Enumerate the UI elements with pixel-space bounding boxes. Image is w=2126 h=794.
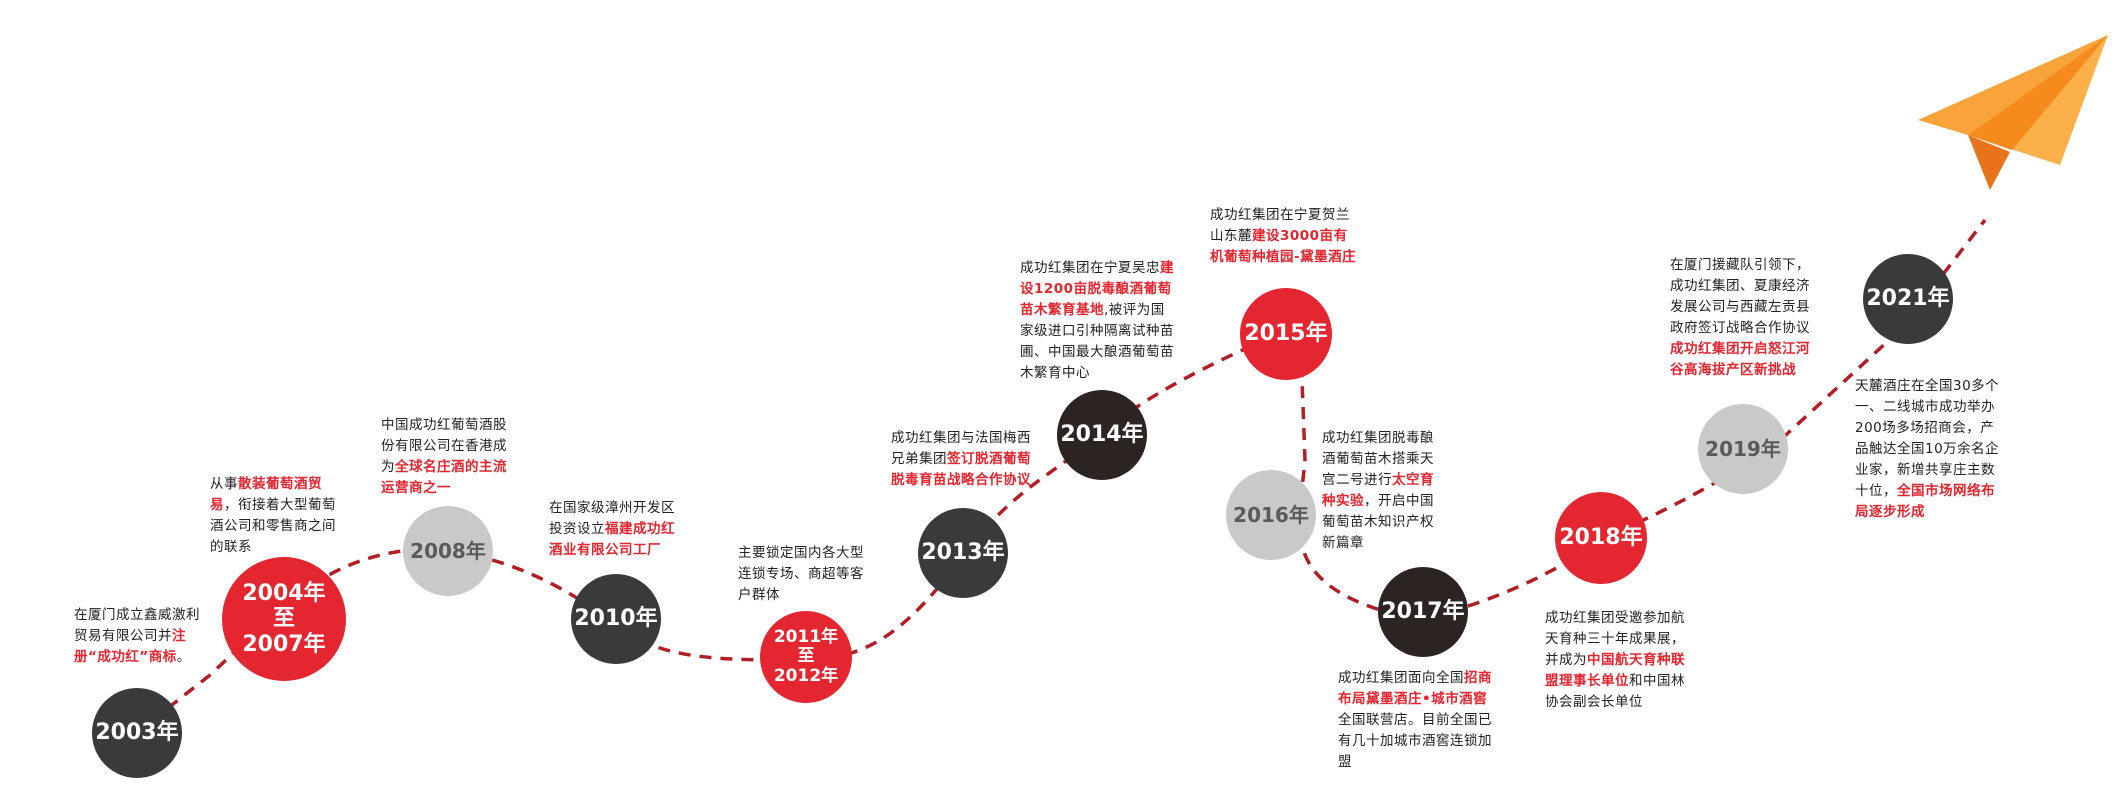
paper-plane-icon — [1918, 35, 2108, 190]
year-node-2003: 2003年 — [92, 688, 182, 778]
milestone-desc-2014: 成功红集团在宁夏吴忠建设1200亩脱毒酿酒葡萄苗木繁育基地,被评为国家级进口引种… — [1020, 260, 1174, 381]
milestone-desc-2017: 成功红集团面向全国招商布局黛墨酒庄•城市酒窖全国联营店。目前全国已有几十加城市酒… — [1338, 670, 1492, 770]
milestone-desc-2003: 在厦门成立鑫威激利贸易有限公司并注册“成功红”商标。 — [74, 607, 200, 665]
year-node-2018: 2018年 — [1555, 492, 1647, 584]
milestone-desc-2021: 天麓酒庄在全国30多个一、二线城市成功举办200场多场招商会，产品触达全国10万… — [1855, 378, 2000, 520]
year-node-2015: 2015年 — [1240, 288, 1332, 380]
milestone-desc-2013: 成功红集团与法国梅西兄弟集团签订脱酒葡萄脱毒育苗战略合作协议 — [891, 430, 1031, 488]
year-node-2011-2012: 2011年 至 2012年 — [760, 611, 852, 703]
milestone-desc-2016: 成功红集团脱毒酿酒葡萄苗木搭乘天宫二号进行太空育种实验，开启中国葡萄苗木知识产权… — [1322, 430, 1434, 551]
year-node-2021: 2021年 — [1863, 254, 1953, 344]
year-node-2008: 2008年 — [403, 506, 493, 596]
timeline-path-line — [133, 218, 1987, 736]
milestone-desc-2019: 在厦门援藏队引领下，成功红集团、夏康经济发展公司与西藏左贡县政府签订战略合作协议… — [1670, 257, 1810, 378]
milestone-desc-2010: 在国家级漳州开发区投资设立福建成功红酒业有限公司工厂 — [549, 500, 675, 558]
year-node-2016: 2016年 — [1226, 470, 1316, 560]
year-node-2004-2007: 2004年 至 2007年 — [222, 557, 346, 681]
milestone-desc-2004-2007: 从事散装葡萄酒贸易，衔接着大型葡萄酒公司和零售商之间的联系 — [210, 476, 336, 555]
year-node-2017: 2017年 — [1378, 567, 1468, 657]
year-node-2013: 2013年 — [918, 508, 1008, 598]
milestone-desc-2008: 中国成功红葡萄酒股份有限公司在香港成为全球名庄酒的主流运营商之一 — [381, 417, 507, 496]
year-node-2019: 2019年 — [1698, 404, 1788, 494]
milestone-desc-2015: 成功红集团在宁夏贺兰山东麓建设3000亩有机葡萄种植园-黛墨酒庄 — [1210, 207, 1357, 265]
milestone-desc-2018: 成功红集团受邀参加航天育种三十年成果展，并成为中国航天育种联盟理事长单位和中国林… — [1545, 610, 1685, 710]
year-node-2010: 2010年 — [571, 574, 661, 664]
year-node-2014: 2014年 — [1057, 390, 1147, 480]
milestone-desc-2011-2012: 主要锁定国内各大型连锁专场、商超等客户群体 — [738, 545, 864, 603]
